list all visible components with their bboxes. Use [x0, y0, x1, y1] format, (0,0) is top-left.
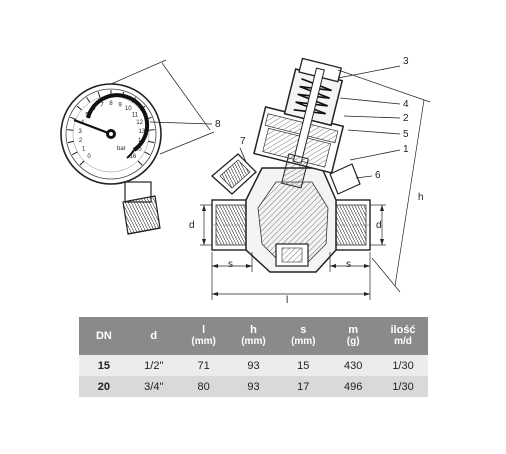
col-header-s: s(mm) [278, 317, 329, 355]
callout-leaders [149, 65, 401, 179]
col-header-m: m(g) [328, 317, 379, 355]
cell-s: 15 [278, 355, 329, 376]
cell-dn: 15 [79, 355, 129, 376]
gauge-tick [148, 140, 155, 144]
col-header-l: l(mm) [178, 317, 229, 355]
gauge-tick-label: 3 [78, 129, 82, 135]
gauge-tick [67, 140, 74, 144]
gauge-tick-label: 12 [136, 120, 143, 126]
gauge-tick-label: 1 [82, 147, 86, 153]
gauge-tick [144, 151, 151, 156]
gauge-tick-label: 7 [100, 102, 104, 108]
gauge-tick-label: 6 [92, 106, 96, 112]
table-row: 20 3/4" 80 93 17 496 1/30 [79, 376, 428, 397]
dim-h: h [418, 192, 424, 203]
cell-m: 430 [328, 355, 379, 376]
cell-m: 496 [328, 376, 379, 397]
valve-technical-drawing: 012345678910111213141516 bar [60, 56, 431, 306]
dim-d-left: d [189, 220, 195, 231]
pressure-gauge: 012345678910111213141516 bar [60, 83, 162, 235]
gauge-tick-label: 9 [118, 102, 122, 108]
cell-l: 71 [178, 355, 229, 376]
callout-2: 2 [403, 113, 409, 124]
callout-5: 5 [403, 129, 409, 140]
gauge-tick [137, 160, 143, 166]
cell-h: 93 [228, 355, 279, 376]
gauge-tick-label: 16 [130, 154, 137, 160]
gauge-tick [148, 129, 155, 131]
cell-d: 3/4" [128, 376, 179, 397]
dim-d-right: d [376, 220, 382, 231]
cell-h: 93 [228, 376, 279, 397]
gauge-tick-label: 2 [79, 138, 83, 144]
col-header-h: h(mm) [228, 317, 279, 355]
gauge-needle [73, 118, 112, 136]
gauge-tick [71, 151, 78, 156]
cell-s: 17 [278, 376, 329, 397]
gauge-tick [67, 129, 74, 131]
cell-dn: 20 [79, 376, 129, 397]
callout-1: 1 [403, 144, 409, 155]
col-header-dn: DN [79, 317, 129, 355]
gauge-tick-label: 11 [132, 112, 139, 118]
callout-7: 7 [240, 136, 246, 147]
dim-s-left: s [228, 259, 233, 270]
callout-8: 8 [215, 119, 221, 130]
gauge-unit: bar [117, 146, 126, 152]
dim-s-right: s [346, 259, 351, 270]
dim-l: l [286, 295, 288, 306]
valve-bonnet [253, 57, 345, 189]
gauge-tick-label: 8 [109, 101, 113, 107]
dimension-arrows [202, 205, 384, 296]
callout-6: 6 [375, 170, 381, 181]
callout-4: 4 [403, 99, 409, 110]
cell-l: 80 [178, 376, 229, 397]
gauge-tick [86, 97, 91, 103]
valve-body [211, 153, 371, 273]
table-row: 15 1/2" 71 93 15 430 1/30 [79, 355, 428, 376]
cell-quantity: 1/30 [378, 355, 428, 376]
gauge-tick-label: 13 [139, 129, 146, 135]
gauge-tick-label: 0 [87, 154, 91, 160]
gauge-tick [70, 116, 77, 120]
cell-d: 1/2" [128, 355, 179, 376]
dimension-labels: d d s s l h [189, 192, 424, 306]
gauge-tick [76, 105, 82, 111]
gauge-tick-label: 15 [135, 147, 142, 153]
dimension-lines [110, 59, 431, 300]
col-header-d: d [128, 317, 179, 355]
cell-quantity: 1/30 [378, 376, 428, 397]
gauge-tick-label: 10 [125, 106, 132, 112]
gauge-tick [79, 160, 85, 166]
callout-3: 3 [403, 56, 409, 67]
callout-labels: 3 4 2 5 1 8 7 6 [215, 56, 409, 181]
gauge-tick [97, 91, 101, 98]
